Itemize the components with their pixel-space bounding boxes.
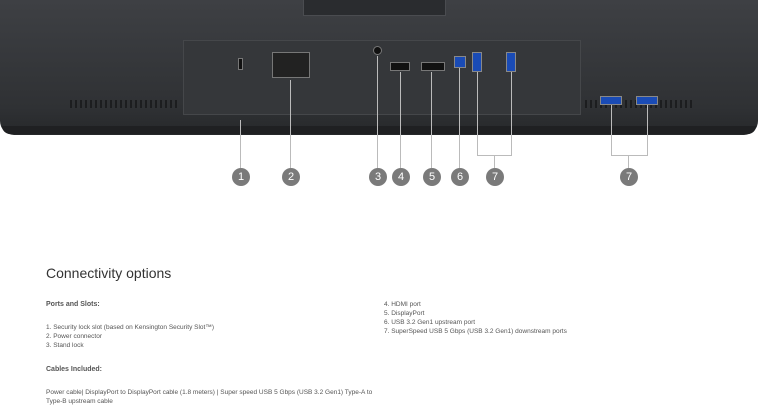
callout-7: 7 <box>486 168 504 186</box>
cables-heading: Cables Included: <box>46 366 103 373</box>
section-title: Connectivity options <box>46 265 172 281</box>
usb-downstream-port <box>472 52 482 72</box>
callout-line <box>611 155 648 156</box>
callout-line <box>400 72 401 168</box>
port-item: 1. Security lock slot (based on Kensingt… <box>46 324 214 331</box>
port-panel <box>183 40 581 115</box>
callout-5: 5 <box>423 168 441 186</box>
callout-4: 4 <box>392 168 410 186</box>
monitor-bottom-edge <box>2 126 756 134</box>
vent <box>70 100 180 108</box>
callout-line <box>459 68 460 168</box>
callout-line <box>477 72 478 155</box>
port-item: 7. SuperSpeed USB 5 Gbps (USB 3.2 Gen1) … <box>384 328 567 335</box>
callout-7b: 7 <box>620 168 638 186</box>
callout-6: 6 <box>451 168 469 186</box>
port-item: 3. Stand lock <box>46 342 84 349</box>
port-item: 4. HDMI port <box>384 301 421 308</box>
usb-downstream-port <box>636 96 658 105</box>
hdmi-port <box>390 62 410 71</box>
callout-2: 2 <box>282 168 300 186</box>
security-slot <box>238 58 243 70</box>
callout-line <box>431 72 432 168</box>
usb-downstream-port <box>600 96 622 105</box>
ports-list-left: 1. Security lock slot (based on Kensingt… <box>46 323 214 350</box>
callout-line <box>511 72 512 155</box>
callout-line <box>377 56 378 168</box>
port-item: 5. DisplayPort <box>384 310 425 317</box>
usb-downstream-port <box>506 52 516 72</box>
callout-line <box>494 155 495 168</box>
cables-text: Power cable| DisplayPort to DisplayPort … <box>46 389 373 405</box>
port-item: 6. USB 3.2 Gen1 upstream port <box>384 319 476 326</box>
callout-1: 1 <box>232 168 250 186</box>
ports-heading: Ports and Slots: <box>46 301 100 308</box>
stand-mount <box>303 0 446 16</box>
displayport-port <box>421 62 445 71</box>
callout-3: 3 <box>369 168 387 186</box>
callout-line <box>611 105 612 155</box>
ports-list-right: 4. HDMI port 5. DisplayPort 6. USB 3.2 G… <box>384 300 567 336</box>
callout-line <box>647 105 648 155</box>
callout-line <box>240 120 241 168</box>
callout-line <box>290 80 291 168</box>
stand-lock <box>373 46 382 55</box>
power-connector <box>272 52 310 78</box>
port-item: 2. Power connector <box>46 333 103 340</box>
callout-line <box>628 155 629 168</box>
usb-upstream-port <box>454 56 466 68</box>
